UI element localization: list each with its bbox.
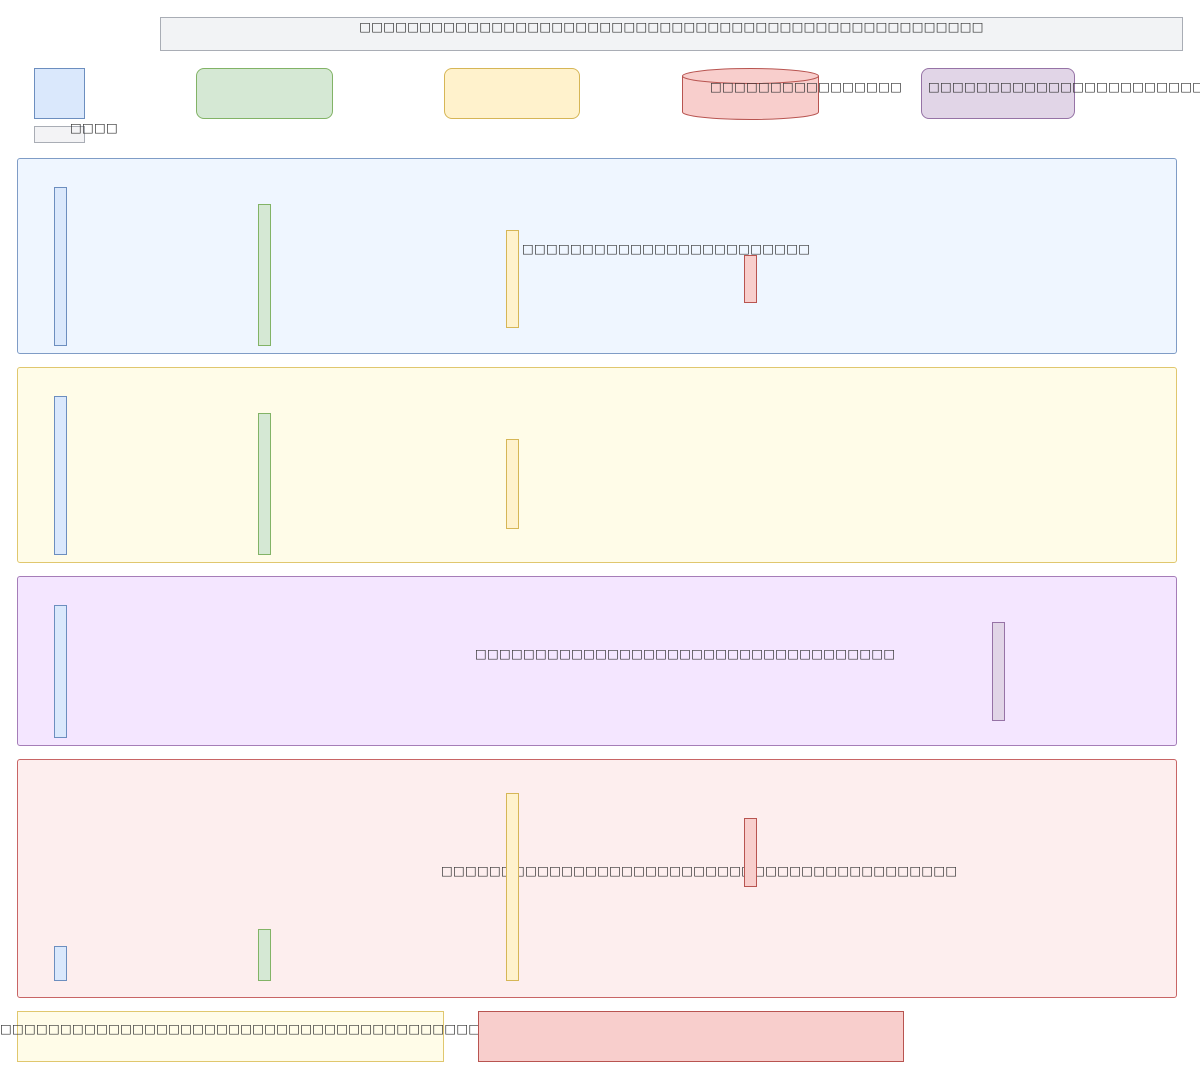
legend-note-label: □□□□ (70, 120, 119, 135)
legend-database-label: □□□□□□□□□□□□□□□□ (710, 79, 903, 94)
lane-2 (17, 367, 1177, 563)
lane-2-activation-service (258, 413, 271, 555)
legend-participant-box (34, 68, 85, 119)
lane-3-activation-participant (54, 605, 67, 738)
legend-database-icon (682, 68, 819, 120)
lane-3-message: □□□□□□□□□□□□□□□□□□□□□□□□□□□□□□□□□□□ (475, 646, 896, 661)
footer-alert-box (478, 1011, 904, 1062)
lane-3 (17, 576, 1177, 746)
lane-1-activation-database (744, 255, 757, 303)
diagram-title: □□□□□□□□□□□□□□□□□□□□□□□□□□□□□□□□□□□□□□□□… (359, 19, 984, 34)
legend-service-box (196, 68, 333, 119)
lane-3-activation-external (992, 622, 1005, 721)
lane-1-activation-worker (506, 230, 519, 328)
lane-4-activation-worker (506, 793, 519, 981)
legend-external-box (921, 68, 1075, 119)
lane-4-activation-database (744, 818, 757, 887)
footer-note-box (17, 1011, 444, 1062)
lane-1-message: □□□□□□□□□□□□□□□□□□□□□□□□ (522, 241, 811, 256)
lane-1-activation-service (258, 204, 271, 346)
legend-worker-box (444, 68, 580, 119)
lane-4-message: □□□□□□□□□□□□□□□□□□□□□□□□□□□□□□□□□□□□□□□□… (441, 863, 958, 878)
lane-4-activation-participant (54, 946, 67, 981)
lane-4 (17, 759, 1177, 998)
legend-note-box (34, 126, 85, 143)
lane-1 (17, 158, 1177, 354)
lane-2-activation-worker (506, 439, 519, 529)
lane-4-activation-service (258, 929, 271, 981)
lane-1-activation-participant (54, 187, 67, 346)
lane-2-activation-participant (54, 396, 67, 555)
diagram-title-box (160, 17, 1183, 51)
legend-external-label: □□□□□□□□□□□□□□□□□□□□□□□ (928, 79, 1200, 94)
